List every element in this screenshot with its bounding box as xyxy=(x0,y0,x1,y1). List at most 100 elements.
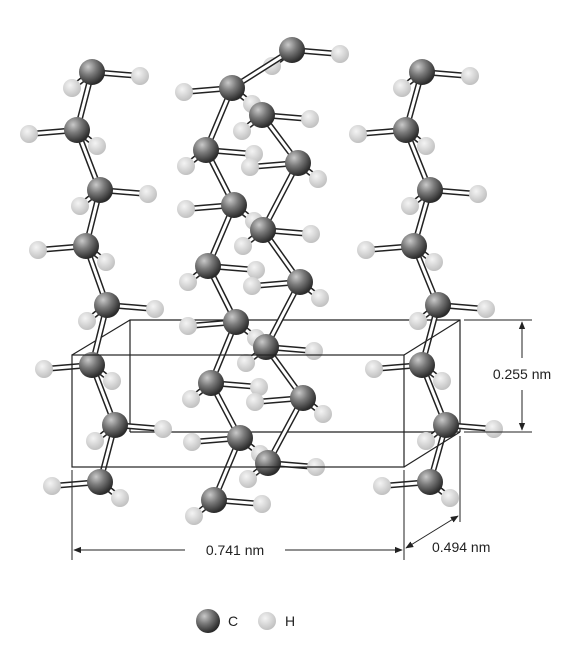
carbon-atom xyxy=(227,425,253,451)
carbon-atom xyxy=(249,102,275,128)
carbon-atom xyxy=(198,370,224,396)
hydrogen-atom xyxy=(233,122,251,140)
legend-carbon-label: C xyxy=(228,613,238,629)
unit-cell-front-edges xyxy=(71,319,461,468)
carbon-atom xyxy=(102,412,128,438)
hydrogen-atom xyxy=(393,79,411,97)
hydrogen-atom xyxy=(309,170,327,188)
carbon-atom xyxy=(221,192,247,218)
carbon-atom xyxy=(73,233,99,259)
carbon-atom xyxy=(255,450,281,476)
hydrogen-atom xyxy=(243,277,261,295)
hydrogen-atom xyxy=(20,125,38,143)
hydrogen-atom xyxy=(177,200,195,218)
legend-hydrogen-label: H xyxy=(285,613,295,629)
hydrogen-atom xyxy=(234,237,252,255)
dimension-b-label: 0.494 nm xyxy=(432,539,490,555)
carbon-atom xyxy=(79,59,105,85)
carbon-atom xyxy=(250,217,276,243)
hydrogen-atom xyxy=(417,432,435,450)
carbon-atom xyxy=(87,177,113,203)
hydrogen-atom xyxy=(311,289,329,307)
hydrogen-atom xyxy=(154,420,172,438)
carbon-atom xyxy=(393,117,419,143)
dimension-a xyxy=(71,470,405,560)
hydrogen-atom xyxy=(357,241,375,259)
carbon-atom xyxy=(287,269,313,295)
hydrogen-atom xyxy=(349,125,367,143)
carbon-atom xyxy=(79,352,105,378)
carbon-atom xyxy=(417,177,443,203)
hydrogen-atom xyxy=(43,477,61,495)
dimension-b xyxy=(405,436,461,549)
carbon-atom xyxy=(195,253,221,279)
carbon-atom xyxy=(201,487,227,513)
hydrogen-atom xyxy=(175,83,193,101)
hydrogen-atom xyxy=(182,390,200,408)
hydrogen-atom xyxy=(183,433,201,451)
hydrogen-atom xyxy=(179,317,197,335)
hydrogen-atom xyxy=(441,489,459,507)
hydrogen-atom xyxy=(97,253,115,271)
hydrogen-atom xyxy=(331,45,349,63)
hydrogen-atom xyxy=(477,300,495,318)
hydrogen-atom xyxy=(253,495,271,513)
hydrogen-atom xyxy=(401,197,419,215)
hydrogen-atom xyxy=(237,354,255,372)
hydrogen-atom xyxy=(71,197,89,215)
carbon-atom xyxy=(253,334,279,360)
hydrogen-atom xyxy=(179,273,197,291)
carbon-atom xyxy=(279,37,305,63)
hydrogen-atom xyxy=(301,110,319,128)
hydrogen-atom xyxy=(433,372,451,390)
carbon-atom xyxy=(87,469,113,495)
carbon-atom xyxy=(219,75,245,101)
hydrogen-atom xyxy=(63,79,81,97)
hydrogen-atom xyxy=(469,185,487,203)
hydrogen-atom xyxy=(88,137,106,155)
hydrogen-atom xyxy=(250,378,268,396)
hydrogen-atom xyxy=(365,360,383,378)
hydrogen-atom xyxy=(177,157,195,175)
carbon-atom xyxy=(433,412,459,438)
hydrogen-atom xyxy=(302,225,320,243)
carbon-atom xyxy=(417,469,443,495)
hydrogen-atom xyxy=(131,67,149,85)
hydrogen-atom xyxy=(461,67,479,85)
carbon-atom xyxy=(64,117,90,143)
carbon-atom xyxy=(94,292,120,318)
legend: C H xyxy=(196,609,295,633)
hydrogen-atom xyxy=(241,158,259,176)
hydrogen-atom xyxy=(373,477,391,495)
hydrogen-atom xyxy=(29,241,47,259)
dimension-a-label: 0.741 nm xyxy=(206,542,264,558)
carbon-atom xyxy=(409,352,435,378)
hydrogen-atom xyxy=(103,372,121,390)
hydrogen-atom xyxy=(78,312,96,330)
hydrogen-atom xyxy=(35,360,53,378)
hydrogen-atom xyxy=(246,393,264,411)
dimension-c-label: 0.255 nm xyxy=(493,366,551,382)
hydrogen-atom xyxy=(314,405,332,423)
hydrogen-atom xyxy=(146,300,164,318)
carbon-atom xyxy=(425,292,451,318)
carbon-atom xyxy=(285,150,311,176)
legend-hydrogen-atom xyxy=(258,612,276,630)
hydrogen-atom xyxy=(111,489,129,507)
hydrogen-atom xyxy=(485,420,503,438)
hydrogen-atom xyxy=(417,137,435,155)
hydrogen-atom xyxy=(247,261,265,279)
carbon-atom xyxy=(223,309,249,335)
polymer-chains xyxy=(20,37,503,525)
hydrogen-atom xyxy=(139,185,157,203)
hydrogen-atom xyxy=(425,253,443,271)
hydrogen-atom xyxy=(239,470,257,488)
carbon-atom xyxy=(193,137,219,163)
hydrogen-atom xyxy=(409,312,427,330)
hydrogen-atom xyxy=(305,342,323,360)
legend-carbon-atom xyxy=(196,609,220,633)
hydrogen-atom xyxy=(86,432,104,450)
dimension-c xyxy=(464,319,532,433)
carbon-atom xyxy=(401,233,427,259)
